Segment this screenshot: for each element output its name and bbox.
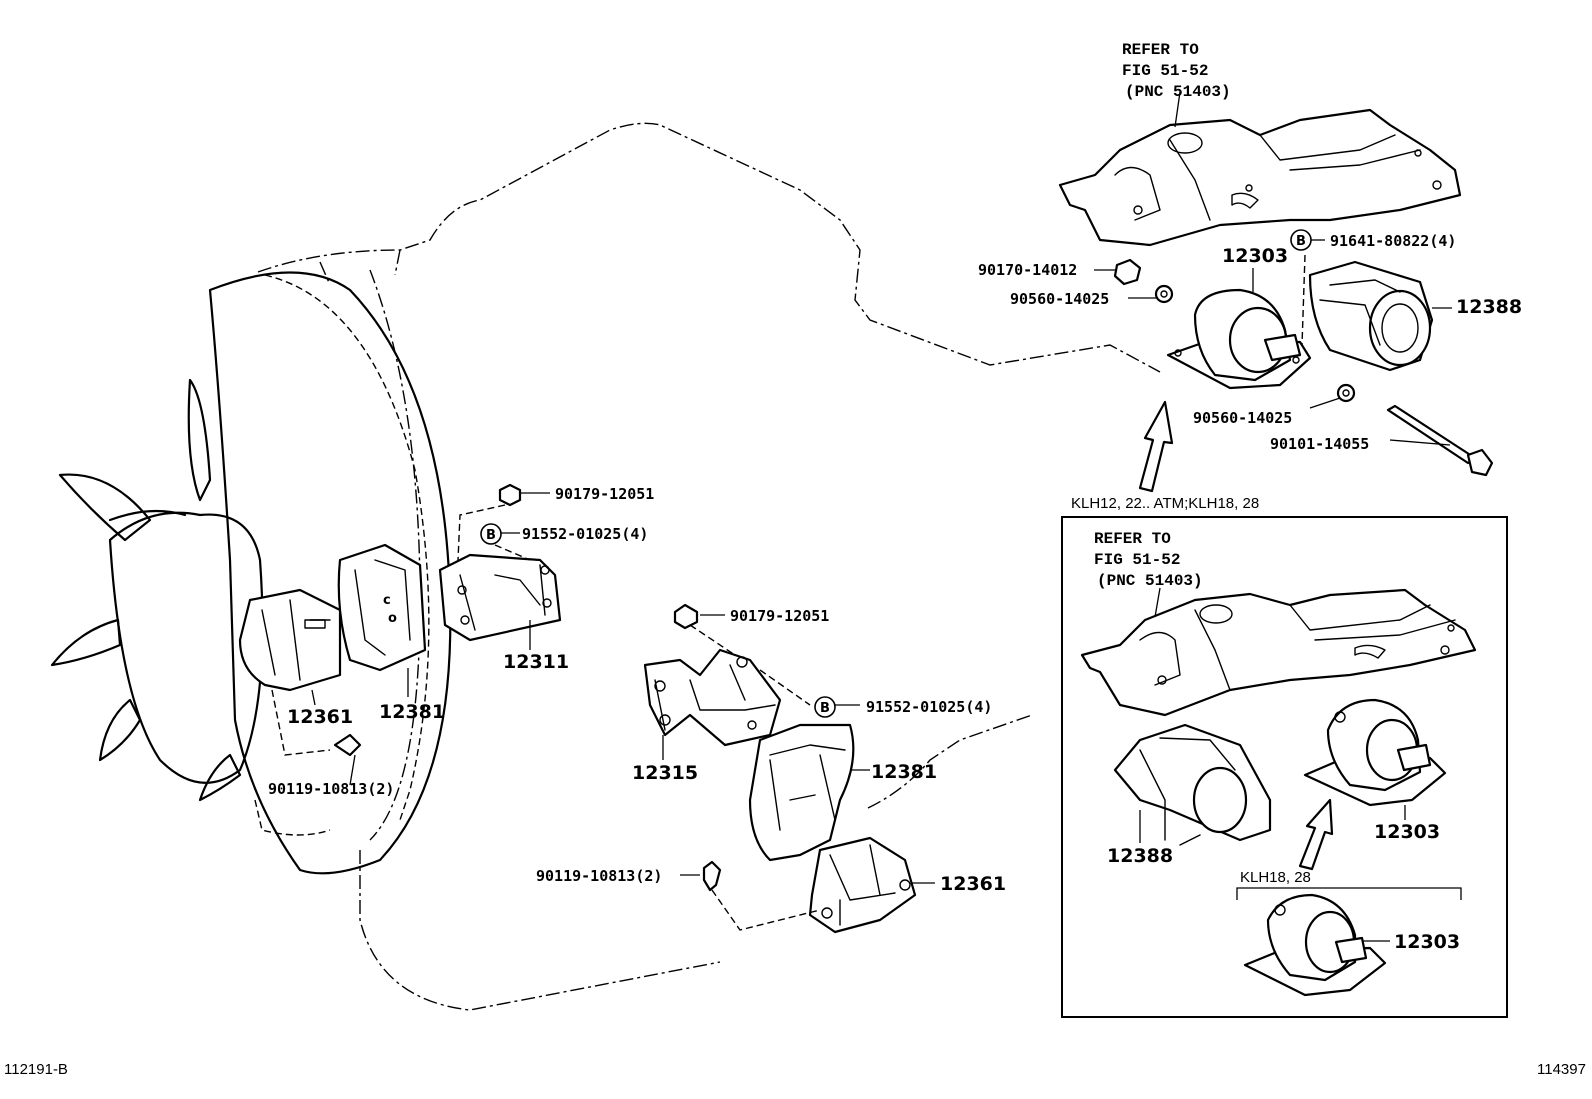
label-90560-14025-b: 90560-14025 xyxy=(1193,409,1292,427)
svg-text:o: o xyxy=(388,611,397,626)
mount-12303-inset-b xyxy=(1243,893,1390,997)
label-90101-14055: 90101-14055 xyxy=(1270,435,1369,453)
condition-upper: KLH12, 22.. ATM;KLH18, 28 xyxy=(1071,495,1259,512)
label-90119-10813-a: 90119-10813(2) xyxy=(268,780,394,798)
bolt-90101-14055 xyxy=(1386,404,1494,477)
b-mark-91552-a: B xyxy=(480,523,502,545)
label-90119-10813-b: 90119-10813(2) xyxy=(536,867,662,885)
svg-text:FIG 51-52: FIG 51-52 xyxy=(1094,551,1180,569)
refer-note-upper: REFER TO FIG 51-52 (PNC 51403) xyxy=(1122,41,1231,101)
insulator-12388-inset xyxy=(1113,723,1272,846)
svg-text:(PNC 51403): (PNC 51403) xyxy=(1097,572,1203,590)
svg-text:B: B xyxy=(486,528,496,543)
label-91552-01025-b: 91552-01025(4) xyxy=(866,698,992,716)
svg-text:FIG 51-52: FIG 51-52 xyxy=(1122,62,1208,80)
label-90179-12051-a: 90179-12051 xyxy=(555,485,654,503)
label-12381-b: 12381 xyxy=(871,761,937,783)
footer-left-code: 112191-B xyxy=(4,1061,68,1078)
b-mark-91552-b: B xyxy=(814,696,836,718)
svg-text:REFER TO: REFER TO xyxy=(1122,41,1199,59)
label-91552-01025-a: 91552-01025(4) xyxy=(522,525,648,543)
b-mark-91641: B xyxy=(1290,229,1312,251)
svg-text:B: B xyxy=(820,701,830,716)
svg-text:REFER TO: REFER TO xyxy=(1094,530,1171,548)
condition-inset: KLH18, 28 xyxy=(1240,869,1311,886)
label-12311: 12311 xyxy=(503,651,569,673)
mount-12303-inset-a xyxy=(1303,698,1447,820)
bracket-12311 xyxy=(438,483,562,650)
label-90560-14025-a: 90560-14025 xyxy=(1010,290,1109,308)
crossmember-inset xyxy=(1080,587,1477,717)
label-12303-a: 12303 xyxy=(1222,245,1288,267)
label-90170-14012: 90170-14012 xyxy=(978,261,1077,279)
label-12388-a: 12388 xyxy=(1456,296,1522,318)
label-12361-a: 12361 xyxy=(287,706,353,728)
label-91641-80822: 91641-80822(4) xyxy=(1330,232,1456,250)
label-12381-a: 12381 xyxy=(379,701,445,723)
bracket-12315 xyxy=(643,603,860,760)
label-12388-b: 12388 xyxy=(1107,845,1173,867)
radiator-fan xyxy=(50,271,452,875)
arrow-inset xyxy=(1298,798,1334,871)
crossmember-upper xyxy=(1058,91,1462,247)
label-90179-12051-b: 90179-12051 xyxy=(730,607,829,625)
inset-frame xyxy=(1061,516,1508,1018)
svg-text:(PNC 51403): (PNC 51403) xyxy=(1125,83,1231,101)
insulator-center xyxy=(680,723,935,934)
footer-right-code: 114397 xyxy=(1537,1061,1586,1078)
insulator-12388-upper xyxy=(1308,260,1452,372)
condition-bracket xyxy=(1236,887,1462,900)
svg-text:c: c xyxy=(383,593,391,608)
left-mount-assembly: c o xyxy=(238,543,427,786)
svg-text:B: B xyxy=(1296,234,1306,249)
mount-12303-upper xyxy=(1094,254,1356,409)
refer-note-inset: REFER TO FIG 51-52 (PNC 51403) xyxy=(1094,530,1203,590)
arrow-upper xyxy=(1138,400,1174,493)
label-12303-c: 12303 xyxy=(1394,931,1460,953)
label-12361-b: 12361 xyxy=(940,873,1006,895)
label-12303-b: 12303 xyxy=(1374,821,1440,843)
label-12315: 12315 xyxy=(632,762,698,784)
